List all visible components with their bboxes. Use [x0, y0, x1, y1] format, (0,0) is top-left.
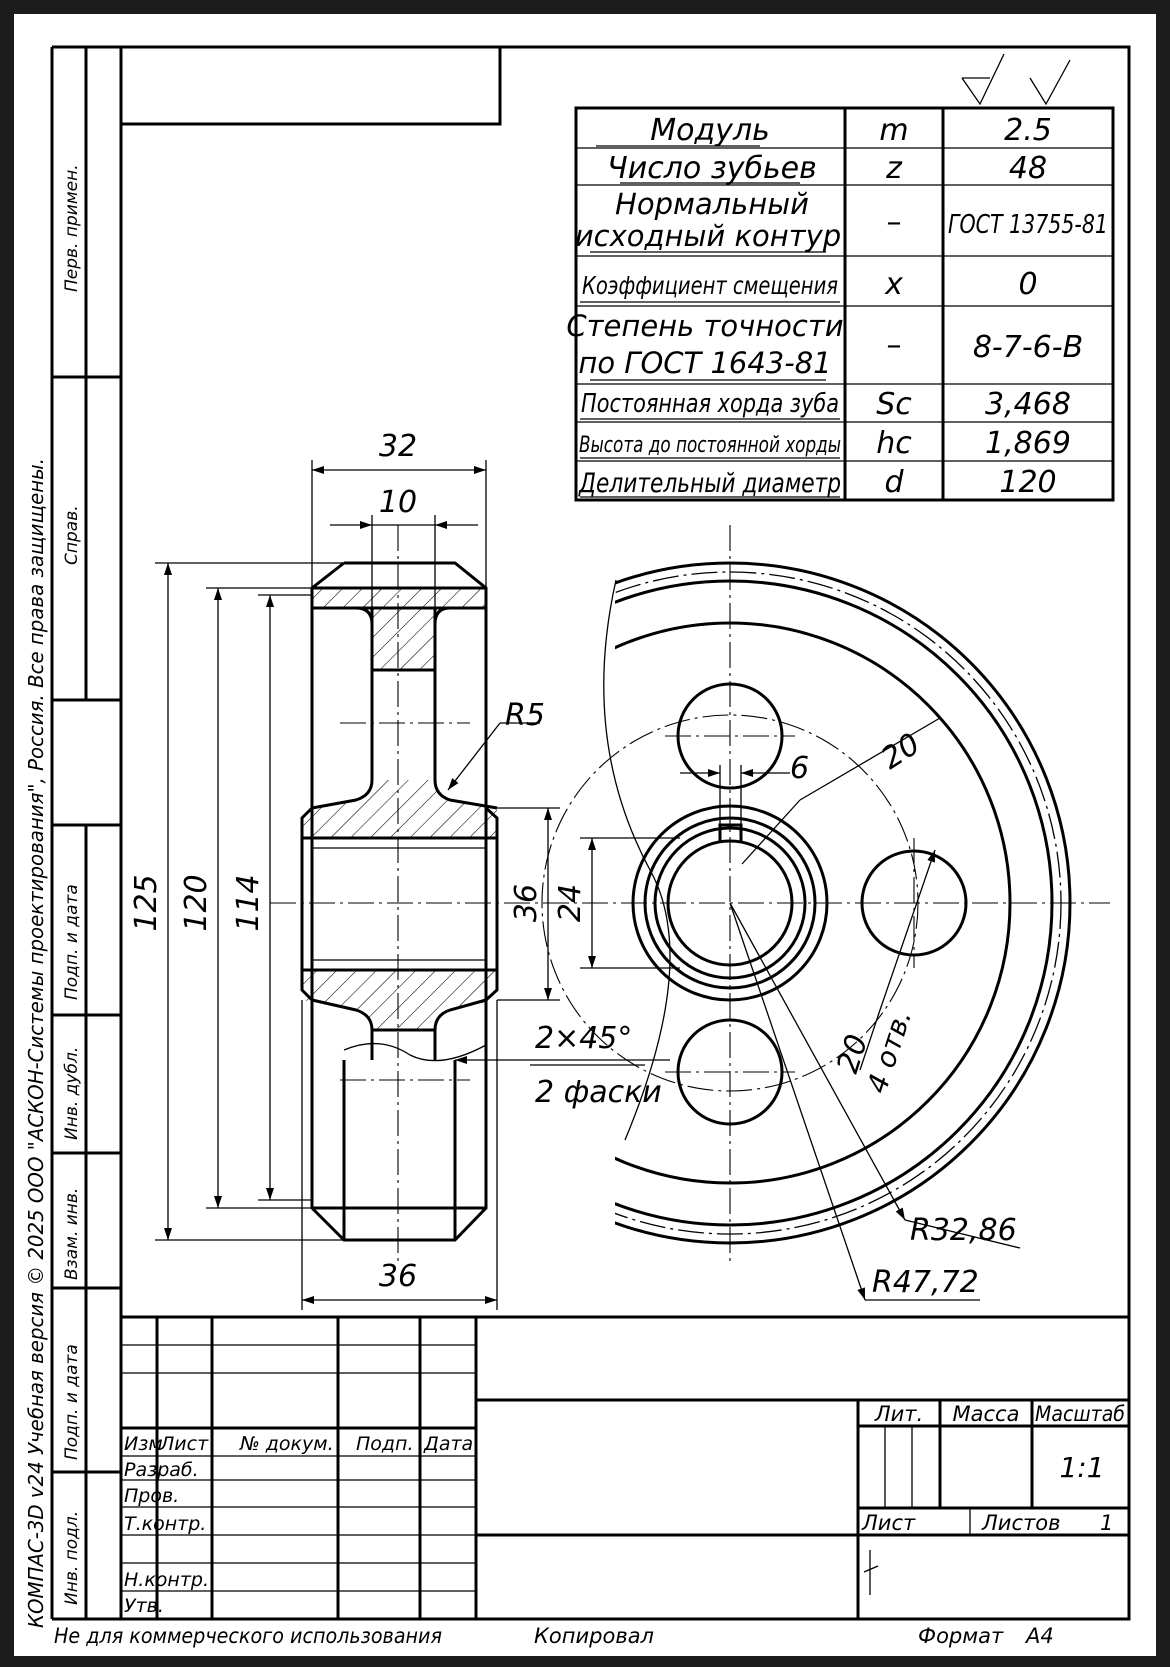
dim-radius-r47: R47,72 [872, 1265, 979, 1300]
tb-role-tkontr: Т.контр. [124, 1513, 206, 1535]
param-label-chord-height: Высота до постоянной хорды [579, 433, 841, 458]
tb-header-data: Дата [423, 1433, 473, 1455]
param-value-chord-height: 1,869 [985, 426, 1071, 461]
section-dimensions: 32 10 36 125 120 114 36 24 R5 [129, 429, 680, 1310]
tb-sheets-count: 1 [1100, 1511, 1113, 1535]
param-symbol-hc: hc [876, 426, 912, 461]
dim-dia-36: 36 [509, 884, 544, 922]
tb-header-list: Лист [159, 1433, 209, 1455]
dim-width-10: 10 [379, 485, 417, 520]
tb-lit: Лит. [874, 1402, 923, 1426]
footer-copied: Копировал [534, 1624, 654, 1648]
gear-end-view [541, 525, 1072, 1265]
param-symbol-x: x [884, 267, 903, 302]
dim-chamfer: 2×45° [535, 1021, 632, 1056]
side-cell-inv-dubl: Инв. дубл. [62, 1047, 82, 1140]
copyright-notice: КОМПАС-3D v24 Учебная версия © 2025 ООО … [24, 458, 48, 1628]
tb-sheets-label: Листов [981, 1511, 1060, 1535]
param-symbol-dash-1: – [887, 205, 902, 240]
gear-section-view [270, 525, 1110, 1265]
tb-header-dokum: № докум. [239, 1433, 334, 1455]
gear-params-table: Модуль Число зубьев Нормальный исходный … [566, 106, 1115, 502]
dim-key-width: 6 [790, 751, 809, 786]
tb-header-podp: Подп. [356, 1433, 414, 1455]
param-symbol-d: d [884, 465, 904, 500]
dim-dia-120: 120 [179, 874, 214, 931]
param-label-contour-1: Нормальный [615, 187, 809, 221]
param-symbol-dash-2: – [887, 328, 902, 363]
footer: Не для коммерческого использования Копир… [54, 1624, 1054, 1648]
param-value-pitch-diameter: 120 [999, 465, 1056, 500]
side-cell-perv-primen: Перв. примен. [62, 164, 82, 292]
side-cell-inv-podl: Инв. подл. [62, 1511, 82, 1605]
param-value-module: 2.5 [1004, 113, 1052, 148]
dim-fillet-r5: R5 [505, 698, 545, 733]
hatch-hub-bottom [302, 970, 497, 1030]
param-symbol-m: m [879, 113, 908, 148]
tb-mass: Масса [953, 1402, 1020, 1426]
param-value-chord: 3,468 [985, 387, 1071, 422]
tb-header-izm: Изм [124, 1433, 163, 1455]
param-label-accuracy-1: Степень точности [566, 309, 843, 343]
side-cell-vzam-inv: Взам. инв. [62, 1188, 82, 1280]
sheet-frame [50, 45, 1131, 1621]
roughness-marks [961, 53, 1071, 106]
dim-width-32: 32 [379, 429, 417, 464]
dim-dia-24: 24 [553, 884, 588, 922]
dim-dia-125: 125 [129, 874, 164, 931]
tb-role-nkontr: Н.контр. [124, 1569, 209, 1591]
side-cell-podp-data-1: Подп. и дата [62, 884, 82, 1000]
paper [14, 14, 1156, 1656]
param-value-shift: 0 [1018, 267, 1037, 302]
dim-chamfer-note: 2 фаски [535, 1075, 662, 1110]
side-cell-sprav: Справ. [62, 505, 82, 565]
param-symbol-z: z [885, 151, 903, 186]
tb-role-prov: Пров. [124, 1485, 179, 1507]
hatch-hub-top [302, 780, 497, 838]
param-symbol-sc: Sc [876, 387, 912, 422]
tb-scale: 1:1 [1059, 1451, 1104, 1484]
param-label-accuracy-2: по ГОСТ 1643-81 [578, 346, 831, 380]
dim-dia-114: 114 [231, 874, 266, 931]
tb-sheet: Лист [861, 1511, 916, 1535]
side-cell-podp-data-2: Подп. и дата [62, 1344, 82, 1460]
title-block: Изм Лист № докум. Подп. Дата Разраб. Про… [121, 1315, 1129, 1619]
footer-format-label: Формат [918, 1624, 1004, 1648]
footer-format: A4 [1024, 1624, 1054, 1648]
tb-scale-label: Масштаб [1035, 1402, 1125, 1426]
param-value-contour: ГОСТ 13755-81 [948, 210, 1108, 240]
footer-non-commercial: Не для коммерческого использования [54, 1624, 442, 1648]
param-label-pitch-diameter: Делительный диаметр [578, 468, 841, 499]
side-stamp: КОМПАС-3D v24 Учебная версия © 2025 ООО … [24, 164, 82, 1628]
param-label-shift: Коэффициент смещения [582, 271, 838, 300]
param-label-teeth: Число зубьев [607, 151, 817, 186]
dim-width-36: 36 [379, 1259, 417, 1294]
param-label-chord: Постоянная хорда зуба [581, 389, 839, 419]
param-label-module: Модуль [650, 113, 770, 148]
tb-role-razrab: Разраб. [124, 1459, 199, 1481]
dim-radius-r32: R32,86 [910, 1213, 1017, 1248]
tb-role-utv: Утв. [124, 1595, 164, 1617]
param-value-teeth: 48 [1009, 151, 1047, 186]
param-value-accuracy: 8-7-6-В [973, 330, 1083, 365]
param-label-contour-2: исходный контур [575, 219, 841, 253]
